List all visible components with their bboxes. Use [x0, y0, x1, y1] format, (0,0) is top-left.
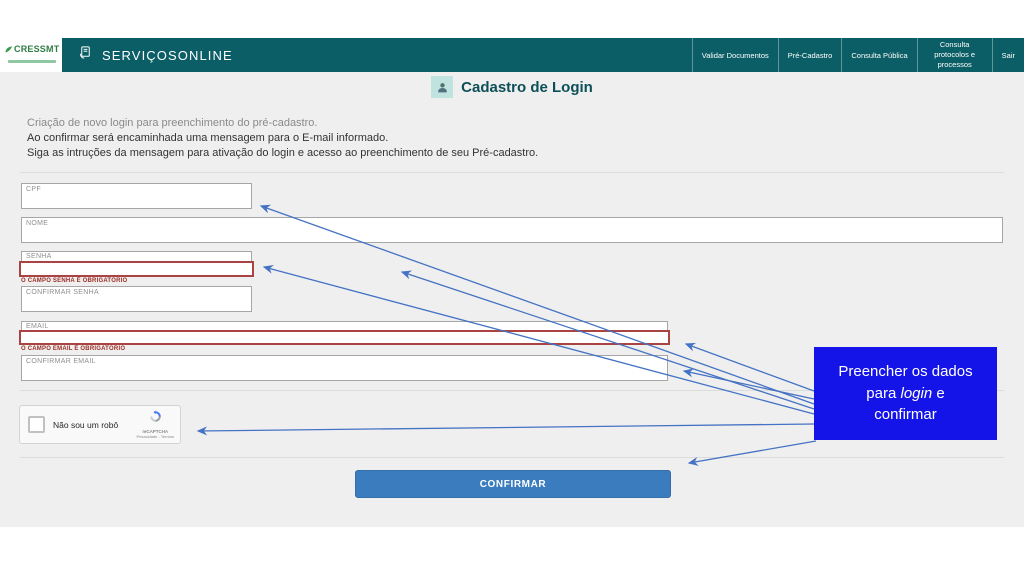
- callout-line-1: Preencher os dados: [838, 362, 973, 380]
- recaptcha-privacy-terms[interactable]: Privacidade - Termos: [136, 434, 175, 439]
- cpf-field[interactable]: CPF: [21, 183, 252, 209]
- confirmar-senha-field[interactable]: CONFIRMAR SENHA: [21, 286, 252, 312]
- recaptcha-brand: reCAPTCHA: [142, 429, 168, 434]
- annotation-callout: Preencher os dados para login e confirma…: [814, 347, 997, 440]
- confirmar-email-field[interactable]: CONFIRMAR EMAIL: [21, 355, 668, 381]
- recaptcha-logo-block: reCAPTCHA Privacidade - Termos: [136, 410, 175, 439]
- confirmar-senha-input[interactable]: [25, 297, 246, 308]
- nav-sair[interactable]: Sair: [991, 38, 1024, 72]
- callout-line-3: confirmar: [874, 406, 937, 424]
- cpf-input[interactable]: [25, 194, 246, 205]
- app-brand: SERVIÇOSONLINE: [62, 38, 233, 72]
- nome-input[interactable]: [25, 228, 997, 239]
- email-field[interactable]: [19, 330, 670, 345]
- recaptcha-label: Não sou um robô: [53, 419, 119, 430]
- cpf-label: CPF: [26, 186, 41, 193]
- app-title: SERVIÇOSONLINE: [102, 47, 233, 63]
- cressmt-logo[interactable]: CRESSMT: [4, 41, 60, 69]
- senha-label: SENHA: [26, 253, 52, 260]
- senha-error: O CAMPO SENHA É OBRIGATÓRIO: [21, 278, 128, 284]
- nav-consulta-protocolos[interactable]: Consulta protocolos e processos: [916, 38, 992, 72]
- intro-line-1: Criação de novo login para preenchimento…: [27, 117, 318, 129]
- nome-field[interactable]: NOME: [21, 217, 1003, 243]
- divider: [20, 172, 1004, 173]
- header-nav: Validar Documentos Pré-Cadastro Consulta…: [691, 38, 1024, 72]
- nome-label: NOME: [26, 220, 49, 227]
- confirmar-email-input[interactable]: [25, 366, 662, 377]
- email-label: EMAIL: [26, 323, 49, 330]
- logo-subtext-bar: [8, 60, 56, 63]
- confirmar-email-label: CONFIRMAR EMAIL: [26, 358, 96, 365]
- senha-field[interactable]: [19, 261, 254, 277]
- page-title: Cadastro de Login: [461, 78, 593, 96]
- divider: [20, 457, 1004, 458]
- recaptcha-widget[interactable]: Não sou um robô reCAPTCHA Privacidade - …: [19, 405, 181, 444]
- nav-pre-cadastro[interactable]: Pré-Cadastro: [777, 38, 842, 72]
- email-error: O CAMPO EMAIL É OBRIGATÓRIO: [21, 346, 126, 352]
- senha-input[interactable]: [24, 264, 247, 274]
- intro-line-3: Siga as intruções da mensagem para ativa…: [27, 147, 539, 159]
- services-icon: [78, 45, 93, 65]
- recaptcha-icon: [149, 410, 162, 428]
- header-bar: SERVIÇOSONLINE Validar Documentos Pré-Ca…: [62, 38, 1024, 72]
- page-title-row: Cadastro de Login: [0, 76, 1024, 98]
- leaf-icon: [4, 41, 13, 59]
- recaptcha-checkbox[interactable]: [28, 416, 45, 433]
- intro-text: Criação de novo login para preenchimento…: [27, 116, 538, 161]
- user-icon: [431, 76, 454, 98]
- confirmar-button[interactable]: CONFIRMAR: [355, 470, 671, 498]
- email-input[interactable]: [24, 333, 663, 343]
- nav-consulta-publica[interactable]: Consulta Pública: [841, 38, 916, 72]
- callout-line-2: para login e: [866, 384, 945, 402]
- nav-validar-documentos[interactable]: Validar Documentos: [691, 38, 778, 72]
- confirmar-senha-label: CONFIRMAR SENHA: [26, 289, 99, 296]
- intro-line-2: Ao confirmar será encaminhada uma mensag…: [27, 132, 389, 144]
- logo-text: CRESSMT: [14, 44, 60, 54]
